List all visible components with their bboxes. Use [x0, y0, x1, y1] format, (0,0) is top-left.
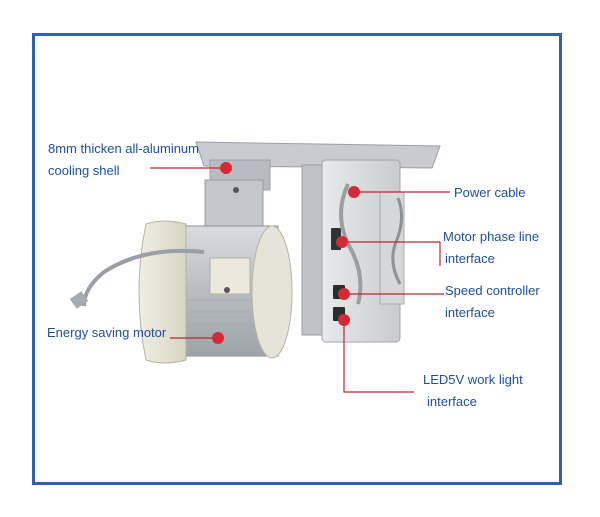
label-energy-motor: Energy saving motor: [47, 322, 166, 344]
label-speed-controller-line2: interface: [445, 305, 495, 320]
label-speed-controller: Speed controller interface: [445, 280, 540, 324]
callout-markers: [212, 162, 360, 344]
marker-cooling-shell: [220, 162, 232, 174]
image-frame: [32, 33, 562, 485]
label-cooling-shell-line1: 8mm thicken all-aluminum: [48, 141, 199, 156]
marker-led-interface: [338, 314, 350, 326]
marker-speed-controller: [338, 288, 350, 300]
label-led-interface-line1: LED5V work light: [423, 372, 523, 387]
marker-motor-phase: [336, 236, 348, 248]
label-motor-phase-line2: interface: [445, 251, 495, 266]
label-motor-phase: Motor phase line interface: [443, 226, 539, 270]
label-power-cable-line1: Power cable: [454, 185, 526, 200]
control-box: [321, 159, 405, 343]
label-motor-phase-line1: Motor phase line: [443, 229, 540, 244]
label-power-cable: Power cable: [454, 182, 526, 204]
label-energy-motor-line1: Energy saving motor: [47, 325, 167, 340]
motor: [69, 220, 293, 364]
label-cooling-shell: 8mm thicken all-aluminum cooling shell: [48, 138, 199, 182]
marker-energy-motor: [212, 332, 224, 344]
label-cooling-shell-line2: cooling shell: [48, 163, 120, 178]
marker-power-cable: [348, 186, 360, 198]
label-led-interface-line2: interface: [427, 394, 477, 409]
label-speed-controller-line1: Speed controller: [445, 283, 540, 298]
label-led-interface: LED5V work light interface: [423, 369, 523, 413]
leader-lines: [150, 167, 450, 393]
